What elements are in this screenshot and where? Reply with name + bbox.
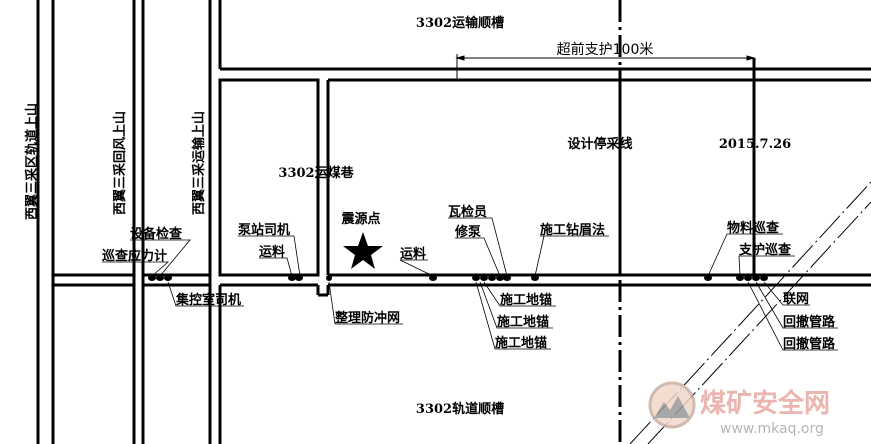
label-anchor-1: 施工地锚	[500, 292, 552, 308]
label-pump-driver: 泵站司机	[238, 222, 290, 238]
label-anchor-2: 施工地锚	[497, 314, 549, 330]
source-point-star-icon	[343, 232, 383, 269]
incline-track-label: 西翼三采区轨道上山	[24, 103, 40, 220]
bottom-road-label: 3302轨道顺槽	[416, 401, 504, 417]
label-support-patrol: 支护巡查	[738, 242, 792, 258]
label-drill-method: 施工钻眉法	[540, 222, 605, 238]
date-label: 2015.7.26	[719, 137, 791, 152]
top-road-label: 3302运输顺槽	[416, 15, 504, 31]
coal-lane-label: 3302运煤巷	[278, 165, 354, 181]
label-material-patrol: 物料巡查	[727, 220, 780, 236]
label-pipe-2: 回撤管路	[783, 336, 836, 352]
label-anchor-3: 施工地锚	[495, 335, 547, 351]
leader-lines	[102, 217, 838, 351]
personnel-dots	[148, 275, 768, 281]
watermark: 煤矿安全网 www.mkaq.org	[648, 381, 830, 437]
label-haul-2: 运料	[400, 246, 426, 262]
stop-line-label: 设计停采线	[567, 136, 632, 152]
label-haul-1: 运料	[259, 244, 285, 260]
dimension-label: 超前支护100米	[557, 41, 654, 58]
label-net-arrange: 整理防冲网	[334, 310, 400, 326]
label-gas-inspector: 瓦检员	[448, 204, 487, 220]
label-control-driver: 集控室司机	[175, 292, 241, 308]
label-pump-repair: 修泵	[454, 224, 481, 240]
watermark-name: 煤矿安全网	[700, 388, 830, 419]
label-stress-patrol: 巡查应力计	[102, 248, 167, 264]
label-equip-check: 设备检查	[130, 226, 183, 242]
incline-return-label: 西翼三采回风上山	[112, 111, 128, 215]
source-point-label: 震源点	[340, 211, 380, 227]
incline-transport-label: 西翼三采运输上山	[191, 111, 207, 215]
watermark-url: www.mkaq.org	[720, 421, 824, 437]
dimension-line	[455, 54, 756, 80]
label-mesh: 联网	[783, 292, 809, 307]
label-pipe-1: 回撤管路	[783, 314, 836, 330]
watermark-logo-icon	[648, 381, 696, 429]
